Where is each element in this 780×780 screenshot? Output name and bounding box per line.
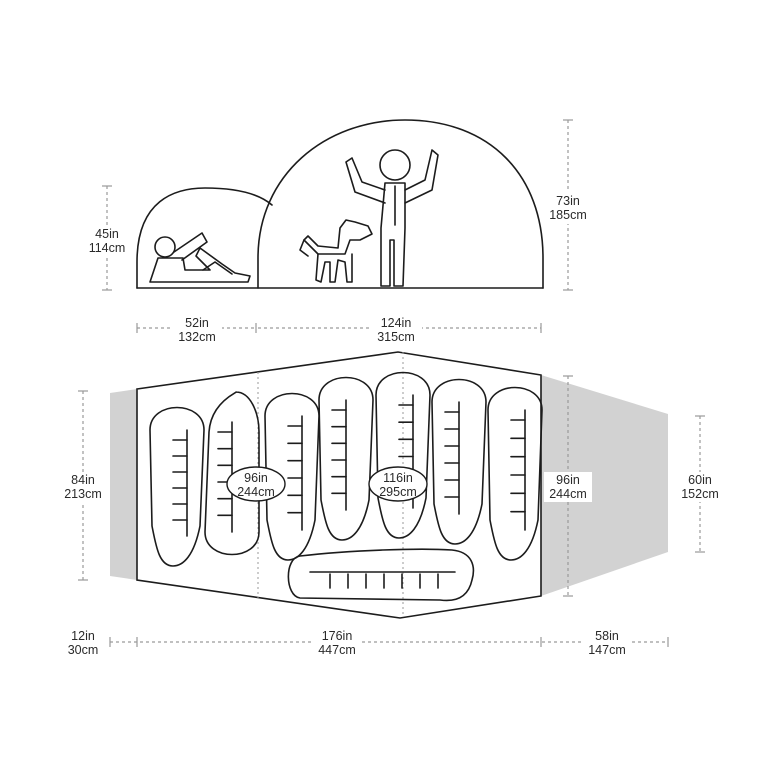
reclining-person-icon bbox=[149, 232, 251, 283]
left-width-dimension: 84in 213cm bbox=[60, 390, 108, 581]
standing-person-icon bbox=[345, 149, 439, 287]
right-vestibule-area bbox=[541, 375, 668, 596]
right-width-dimension: 96in 244cm bbox=[544, 375, 592, 597]
main-dome-outline bbox=[257, 119, 544, 289]
vestibule-width-in: 60in bbox=[688, 473, 712, 487]
main-length-cm: 315cm bbox=[377, 330, 415, 344]
inner-span-1-in: 96in bbox=[244, 471, 268, 485]
right-width-in: 96in bbox=[556, 473, 580, 487]
inner-span-1-label: 96in 244cm bbox=[226, 466, 286, 502]
right-vestibule-depth-cm: 147cm bbox=[588, 643, 626, 657]
vestibule-dome-outline bbox=[136, 187, 273, 289]
floor-plan: 96in 244cm 116in 295cm 84in 213cm 96in 2… bbox=[60, 351, 724, 658]
sleeping-bag bbox=[318, 376, 374, 541]
right-width-cm: 244cm bbox=[549, 487, 587, 501]
sleeping-bag bbox=[487, 386, 543, 561]
dog-icon bbox=[299, 219, 373, 283]
vestibule-width-dimension: 60in 152cm bbox=[676, 415, 724, 553]
vestibule-width-cm: 152cm bbox=[681, 487, 719, 501]
main-length-in: 124in bbox=[381, 316, 412, 330]
left-vestibule-depth-in: 12in bbox=[71, 629, 95, 643]
left-width-cm: 213cm bbox=[64, 487, 102, 501]
inner-span-2-cm: 295cm bbox=[379, 485, 417, 499]
left-width-in: 84in bbox=[71, 473, 95, 487]
side-view: 45in 114cm 73in 185cm 52in 132cm 124in bbox=[86, 119, 592, 344]
right-vestibule-depth-in: 58in bbox=[595, 629, 619, 643]
sleeping-bag bbox=[204, 391, 260, 556]
main-height-in: 73in bbox=[556, 194, 580, 208]
inner-span-2-label: 116in 295cm bbox=[368, 466, 428, 502]
left-vestibule-area bbox=[110, 389, 137, 580]
floor-length-in: 176in bbox=[322, 629, 353, 643]
sleeping-bag bbox=[431, 378, 487, 545]
left-vestibule-depth-cm: 30cm bbox=[68, 643, 99, 657]
main-length-dimension: 124in 315cm bbox=[258, 314, 542, 344]
inner-span-1-cm: 244cm bbox=[237, 485, 275, 499]
vestibule-height-dimension: 45in 114cm bbox=[86, 185, 128, 291]
main-height-dimension: 73in 185cm bbox=[544, 119, 592, 291]
main-height-cm: 185cm bbox=[549, 208, 587, 222]
sleeping-bag bbox=[287, 548, 475, 602]
floor-length-cm: 447cm bbox=[318, 643, 356, 657]
tent-floor-outline bbox=[136, 351, 542, 619]
sleeping-bag bbox=[149, 406, 205, 567]
vestibule-length-dimension: 52in 132cm bbox=[136, 314, 257, 344]
floor-length-dimensions: 12in 30cm 176in 447cm 58in 147cm bbox=[60, 628, 669, 658]
inner-span-2-in: 116in bbox=[383, 471, 413, 485]
vestibule-height-cm: 114cm bbox=[89, 241, 126, 255]
vestibule-height-in: 45in bbox=[95, 227, 119, 241]
sleeping-bag bbox=[375, 371, 431, 539]
vestibule-length-cm: 132cm bbox=[178, 330, 216, 344]
vestibule-length-in: 52in bbox=[185, 316, 209, 330]
sleeping-bag bbox=[264, 392, 320, 561]
